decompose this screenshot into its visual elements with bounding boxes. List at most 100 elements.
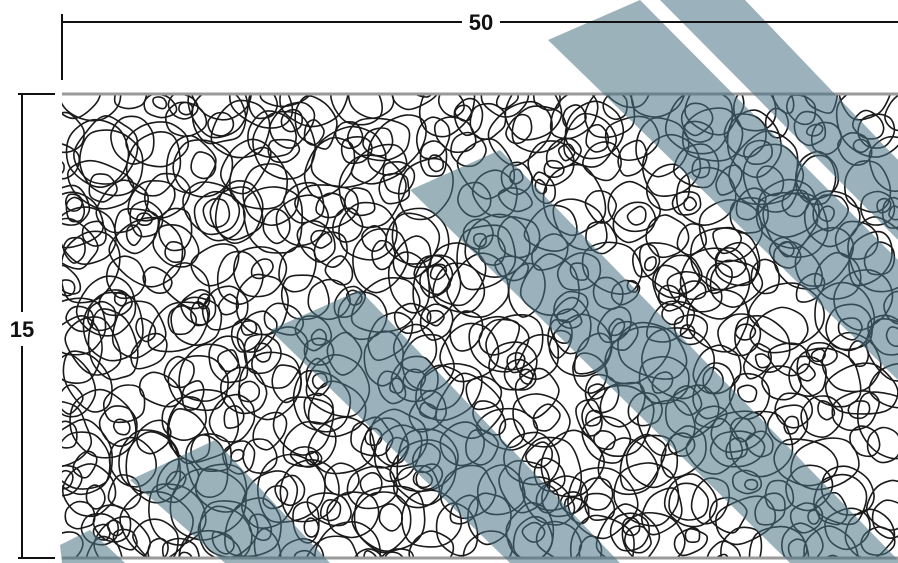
pebble-outline xyxy=(626,205,647,226)
pebble-outline xyxy=(112,528,138,551)
pebble-outline xyxy=(310,229,333,249)
pebble-outline xyxy=(267,138,301,164)
pebble-outline xyxy=(485,313,544,371)
pebble-outline xyxy=(69,388,137,459)
pebble-outline xyxy=(112,418,131,436)
pebble-outline xyxy=(683,196,698,212)
pebble-outline xyxy=(191,94,247,145)
pebble-outline xyxy=(543,159,565,179)
pebble-outline xyxy=(62,191,105,249)
pebble-outline xyxy=(305,535,360,558)
pebble-outline xyxy=(326,491,380,539)
pebble-outline xyxy=(569,514,635,558)
pebble-outline xyxy=(800,395,844,438)
pebble-outline xyxy=(87,308,139,381)
pebble-outline xyxy=(545,137,582,169)
width-dimension: 50 xyxy=(61,10,898,80)
pebble-outline xyxy=(75,275,137,337)
pebble-outline xyxy=(62,420,78,449)
pebble-outline xyxy=(332,207,364,243)
pebble-outline xyxy=(282,420,337,468)
pebble-outline xyxy=(157,207,193,252)
pebble-outline xyxy=(714,247,747,279)
pebble-outline xyxy=(62,463,117,518)
pebble-outline xyxy=(581,415,632,464)
pebble-outline xyxy=(247,110,297,159)
pebble-outline xyxy=(805,341,838,367)
pebble-outline xyxy=(663,473,718,528)
pebble-outline xyxy=(208,335,249,384)
pebble-outline xyxy=(661,303,685,326)
pebble-outline xyxy=(379,548,415,558)
pebble-outline xyxy=(262,208,291,245)
pebble-outline xyxy=(621,511,686,558)
pebble-outline xyxy=(62,161,65,174)
pebble-outline xyxy=(136,212,153,227)
pebble-outline xyxy=(289,446,323,468)
pebble-outline xyxy=(612,201,657,244)
pebble-outline xyxy=(767,342,811,377)
pebble-outline xyxy=(783,415,800,435)
pebble-outline xyxy=(172,139,234,198)
pebble-outline xyxy=(734,323,757,341)
pebble-outline xyxy=(307,416,376,475)
pebble-outline xyxy=(679,247,751,320)
pebble-outline xyxy=(118,429,180,494)
pebble-outline xyxy=(585,123,610,153)
pebble-outline xyxy=(233,246,288,298)
pebble-outline xyxy=(62,279,76,297)
pebble-outline xyxy=(62,184,91,226)
pebble-outline xyxy=(237,380,261,403)
pebble-outline xyxy=(248,94,279,120)
pebble-outline xyxy=(338,154,407,229)
pebble-outline xyxy=(856,391,898,460)
pebble-outline xyxy=(163,355,195,389)
pebble-outline xyxy=(269,101,316,149)
pebble-outline xyxy=(720,526,763,558)
pebble-outline xyxy=(279,458,340,523)
pebble-outline xyxy=(426,309,445,327)
pebble-outline xyxy=(252,411,288,451)
pebble-outline xyxy=(609,512,650,552)
pebble-outline xyxy=(705,262,733,295)
pebble-outline xyxy=(65,118,130,189)
pebble-outline xyxy=(62,206,117,266)
height-dimension-label: 15 xyxy=(10,317,34,342)
pebble-outline xyxy=(190,243,240,287)
pebble-outline xyxy=(449,310,484,352)
pebble-outline xyxy=(230,317,263,353)
pebble-outline xyxy=(62,418,113,490)
pebble-outline xyxy=(242,438,278,474)
pebble-outline xyxy=(340,135,373,165)
pebble-outline xyxy=(624,525,652,554)
pebble-outline xyxy=(62,464,83,497)
pebble-outline xyxy=(130,332,168,370)
pebble-outline xyxy=(505,113,533,145)
pebble-outline xyxy=(397,157,454,221)
pebble-outline xyxy=(408,530,455,558)
pebble-outline xyxy=(437,94,465,118)
pebble-outline xyxy=(229,146,289,210)
pebble-outline xyxy=(562,104,587,131)
pebble-outline xyxy=(439,322,500,383)
pebble-outline xyxy=(344,187,376,217)
pebble-outline xyxy=(737,384,758,403)
pebble-outline xyxy=(734,315,791,374)
pebble-outline xyxy=(613,462,680,527)
pebble-outline xyxy=(271,364,303,404)
pebble-outline xyxy=(62,94,122,122)
pebble-outline xyxy=(512,393,571,448)
pebble-outline xyxy=(142,266,173,294)
pebble-outline xyxy=(748,282,825,346)
pebble-outline xyxy=(525,441,553,469)
pebble-outline xyxy=(761,365,802,401)
pebble-outline xyxy=(359,471,383,497)
pebble-outline xyxy=(65,196,86,223)
pebble-outline xyxy=(514,367,560,419)
pebble-outline xyxy=(105,255,147,300)
pebble-outline xyxy=(338,201,398,261)
pebble-outline xyxy=(557,143,576,162)
pebble-outline xyxy=(238,351,302,421)
pebble-outline xyxy=(180,289,217,326)
pebble-outline xyxy=(498,418,526,449)
